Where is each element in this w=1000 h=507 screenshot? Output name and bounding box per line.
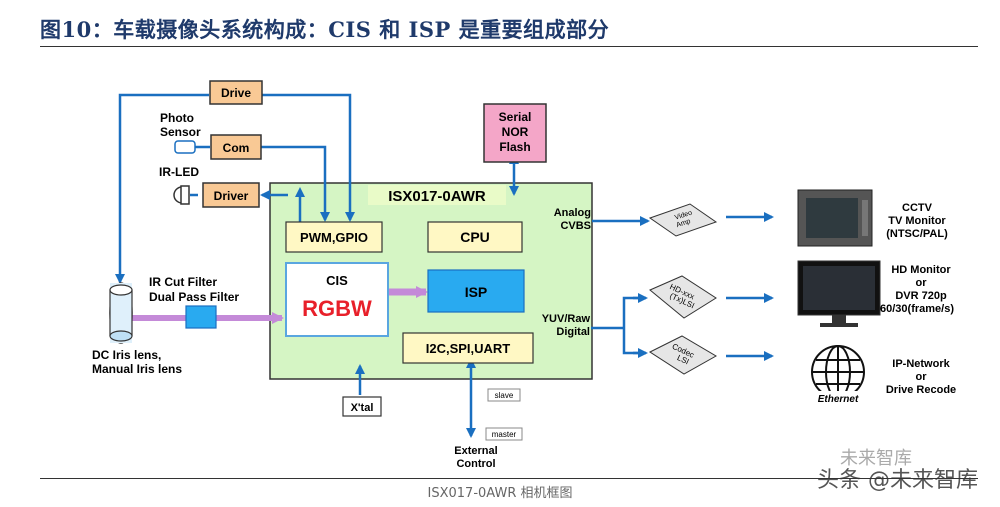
svg-text:ISP: ISP <box>465 284 488 300</box>
connector-wires <box>115 93 774 438</box>
svg-text:IR Cut Filter: IR Cut Filter <box>149 275 217 289</box>
figure-caption: ISX017-0AWR 相机框图 <box>427 486 573 501</box>
lens-icon <box>109 282 133 344</box>
svg-text:Sensor: Sensor <box>160 125 201 139</box>
svg-text:Manual Iris lens: Manual Iris lens <box>92 362 182 376</box>
i2c-spi-uart-block <box>402 332 534 364</box>
svg-text:Drive Recode: Drive Recode <box>886 384 956 396</box>
light-path <box>132 286 428 324</box>
svg-text:Photo: Photo <box>160 111 194 125</box>
com-box <box>210 134 262 160</box>
svg-text:Amp: Amp <box>676 218 692 229</box>
svg-text:Drive: Drive <box>221 86 251 100</box>
ethernet-globe-icon <box>811 345 865 399</box>
svg-text:slave: slave <box>495 391 514 400</box>
svg-text:Com: Com <box>223 141 250 155</box>
watermark: 头条 @未来智库 <box>817 468 978 493</box>
svg-text:Flash: Flash <box>499 140 530 154</box>
svg-text:TV Monitor: TV Monitor <box>888 215 946 227</box>
bottom-divider <box>40 478 978 479</box>
driver-box <box>202 182 260 208</box>
svg-text:X'tal: X'tal <box>351 402 374 414</box>
svg-text:DC Iris lens,: DC Iris lens, <box>92 348 161 362</box>
svg-text:Serial: Serial <box>499 110 532 124</box>
svg-text:Driver: Driver <box>214 189 249 203</box>
svg-text:(NTSC/PAL): (NTSC/PAL) <box>886 228 948 240</box>
ir-cut-filter <box>185 305 217 329</box>
svg-text:I2C,SPI,UART: I2C,SPI,UART <box>426 341 511 356</box>
svg-text:External: External <box>454 445 497 457</box>
chip-label: ISX017-0AWR <box>388 188 486 205</box>
video-amp-chip: Video Amp <box>648 203 718 237</box>
svg-text:Control: Control <box>456 458 495 470</box>
watermark-faded: 未来智库 <box>840 448 912 469</box>
svg-text:60/30(frame/s): 60/30(frame/s) <box>880 303 954 315</box>
svg-text:or: or <box>916 371 928 383</box>
svg-text:or: or <box>916 277 928 289</box>
isp-block <box>427 269 525 313</box>
codec-lsi-chip: Codec LSI <box>648 335 718 375</box>
xtal-box <box>342 396 382 417</box>
svg-text:HD Monitor: HD Monitor <box>891 264 951 276</box>
svg-text:CIS: CIS <box>326 273 348 288</box>
svg-text:YUV/Raw: YUV/Raw <box>542 313 591 325</box>
svg-text:Dual Pass Filter: Dual Pass Filter <box>149 290 239 304</box>
svg-text:CPU: CPU <box>460 229 490 245</box>
svg-text:CVBS: CVBS <box>560 220 591 232</box>
svg-text:IR-LED: IR-LED <box>159 165 199 179</box>
svg-text:Analog: Analog <box>554 207 591 219</box>
pwm-gpio-block <box>285 221 383 253</box>
cpu-block <box>427 221 523 253</box>
photo-sensor-icon <box>174 140 196 154</box>
cctv-monitor-icon <box>797 189 873 247</box>
page-title: 图10：车载摄像头系统构成：CIS 和 ISP 是重要组成部分 <box>40 17 610 42</box>
hd-tx-lsi-chip: HD-xxx (Tx)LSI <box>649 275 717 319</box>
svg-text:Digital: Digital <box>556 326 590 338</box>
svg-text:Ethernet: Ethernet <box>818 394 859 405</box>
hd-monitor-icon <box>797 260 881 327</box>
top-divider <box>40 46 978 47</box>
svg-text:DVR 720p: DVR 720p <box>895 290 947 302</box>
svg-text:CCTV: CCTV <box>902 202 933 214</box>
svg-text:RGBW: RGBW <box>302 296 372 321</box>
svg-text:IP-Network: IP-Network <box>892 358 950 370</box>
serial-nor-flash <box>483 103 547 163</box>
drive-box <box>209 80 263 105</box>
svg-text:master: master <box>492 430 517 439</box>
svg-text:PWM,GPIO: PWM,GPIO <box>300 230 368 245</box>
svg-text:NOR: NOR <box>502 125 529 139</box>
cis-block <box>285 262 389 337</box>
